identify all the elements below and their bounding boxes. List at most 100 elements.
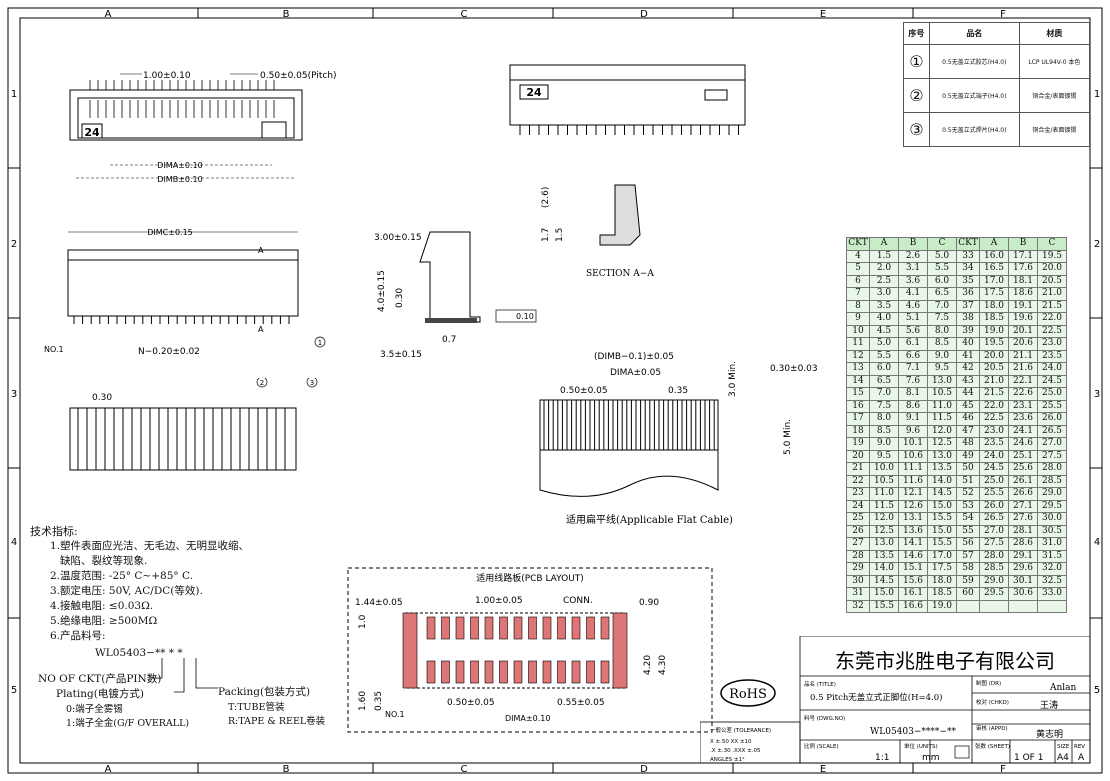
ckt-cell: 20.6 — [1008, 337, 1038, 351]
chkd-label: 校对 (CHKD) — [976, 698, 1009, 706]
dim-a: DIMA±0.10 — [157, 161, 202, 170]
top-view: 24 1.00±0.10 0.50±0.05(Pitch) DIMA±0.10 … — [69, 71, 337, 184]
ckt-cell: 9.0 — [927, 349, 957, 363]
ckt-header: C — [927, 237, 957, 251]
packing-label: Packing(包装方式) — [218, 686, 311, 698]
row-label-2-right: 2 — [1094, 239, 1100, 250]
units-label: 单位 (UNITS) — [904, 742, 938, 750]
ckt-cell: 36 — [956, 287, 980, 301]
pad — [557, 660, 566, 684]
ckt-cell: 22 — [846, 474, 870, 488]
ckt-cell: 17.5 — [927, 562, 957, 576]
ckt-cell: 8.0 — [927, 324, 957, 338]
bom-row-name: 0.5无盖立式焊片(H4.0) — [928, 112, 1020, 147]
ckt-cell: 37 — [956, 299, 980, 313]
dim-4-0: 4.0±0.15 — [377, 270, 387, 312]
pcb-title: 适用线路板(PCB LAYOUT) — [476, 572, 584, 584]
ckt-cell: 8.6 — [898, 399, 928, 413]
ckt-cell: 30.6 — [1008, 587, 1038, 601]
company-name: 东莞市兆胜电子有限公司 — [835, 649, 1055, 673]
scale-label: 比例 (SCALE) — [804, 742, 839, 750]
ckt-cell: 29.1 — [1008, 549, 1038, 563]
ckt-cell: 2.6 — [898, 249, 928, 263]
ckt-cell: 57 — [956, 549, 980, 563]
col-label-c: C — [461, 9, 468, 20]
section-dim-2-6: (2.6) — [541, 187, 551, 208]
ckt-cell: 27.6 — [1008, 512, 1038, 526]
spec-title: 技术指标: — [30, 525, 78, 538]
ckt-cell: 22.6 — [1008, 387, 1038, 401]
ckt-cell: 16.5 — [979, 262, 1009, 276]
row-label-1: 1 — [11, 89, 17, 100]
ckt-cell: 38 — [956, 312, 980, 326]
ckt-cell: 26.5 — [1037, 424, 1067, 438]
ckt-cell: 23.6 — [1008, 412, 1038, 426]
pcb-dim-055: 0.55±0.05 — [557, 698, 605, 708]
ckt-cell: 43 — [956, 374, 980, 388]
dim-c: DIMC±0.15 — [147, 228, 193, 237]
pad — [441, 660, 450, 684]
ckt-cell: 20.0 — [979, 349, 1009, 363]
ckt-cell: 7.0 — [869, 387, 899, 401]
ckt-cell: 48 — [956, 437, 980, 451]
ckt-cell: 10.5 — [869, 474, 899, 488]
ckt-cell: 33.0 — [1037, 587, 1067, 601]
ckt-cell: 17.0 — [927, 549, 957, 563]
ckt-cell: 25.0 — [979, 474, 1009, 488]
ckt-cell: 19.6 — [1008, 312, 1038, 326]
dwg-label: 料号 (DWG.NO) — [804, 714, 845, 722]
ckt-cell: 24.6 — [1008, 437, 1038, 451]
ckt-cell: 5.5 — [869, 349, 899, 363]
ckt-cell: 27 — [846, 537, 870, 551]
units-value: mm — [922, 753, 940, 763]
ckt-cell: 5.0 — [927, 249, 957, 263]
ckt-cell: 20 — [846, 449, 870, 463]
ckt-cell: 15.6 — [898, 574, 928, 588]
ckt-cell: 46 — [956, 412, 980, 426]
ckt-cell: 58 — [956, 562, 980, 576]
ckt-cell: 9.0 — [869, 437, 899, 451]
ckt-cell: 34 — [956, 262, 980, 276]
ckt-cell: 10.5 — [927, 387, 957, 401]
ckt-cell: 41 — [956, 349, 980, 363]
ckt-cell: 24.1 — [1008, 424, 1038, 438]
pcb-dim-430: 4.30 — [658, 655, 668, 675]
bom-header-no: 序号 — [903, 22, 930, 45]
ckt-cell: 28.0 — [979, 549, 1009, 563]
no-of-ckt-label: NO OF CKT(产品PIN数) — [38, 673, 162, 685]
ckt-cell: 23.5 — [1037, 349, 1067, 363]
pcb-dim-144: 1.44±0.05 — [355, 598, 403, 608]
bom-row-no: ② — [903, 78, 930, 113]
packing-opt-r: R:TAPE & REEL卷装 — [228, 716, 326, 727]
ckt-cell: 32 — [846, 599, 870, 613]
section-aa: (2.6) 1.7 1.5 SECTION A−A — [541, 184, 654, 279]
ckt-cell: 42 — [956, 362, 980, 376]
ckt-cell: 22.1 — [1008, 374, 1038, 388]
ckt-cell: 17.0 — [979, 274, 1009, 288]
ckt-cell: 11.0 — [927, 399, 957, 413]
title-label: 品名 (TITLE) — [804, 680, 836, 688]
ckt-cell: 25.0 — [1037, 387, 1067, 401]
ckt-header: A — [979, 237, 1009, 251]
spec-line: 3.额定电压: 50V, AC/DC(等效). — [50, 585, 203, 597]
bom-row-no: ① — [903, 44, 930, 79]
ckt-cell: 14.6 — [898, 549, 928, 563]
ckt-cell: 4.1 — [898, 287, 928, 301]
spec-block: 技术指标: 1.塑件表面应光洁、无毛边、无明显收缩、 缺陷、裂纹等现象. 2.温… — [30, 524, 249, 644]
title-value: 0.5 Pitch无盖立式正脚位(H=4.0) — [810, 692, 943, 703]
pad — [513, 616, 523, 640]
ckt-cell: 7.0 — [927, 299, 957, 313]
ckt-cell: 22.0 — [979, 399, 1009, 413]
ckt-cell: 26.6 — [1008, 487, 1038, 501]
ckt-cell: 21.5 — [1037, 299, 1067, 313]
ckt-cell: 3.0 — [869, 287, 899, 301]
pad — [426, 616, 436, 640]
ckt-cell: 4.6 — [898, 299, 928, 313]
balloon-3-label: 3 — [310, 379, 314, 387]
ckt-cell: 19.5 — [979, 337, 1009, 351]
ckt-cell: 52 — [956, 487, 980, 501]
